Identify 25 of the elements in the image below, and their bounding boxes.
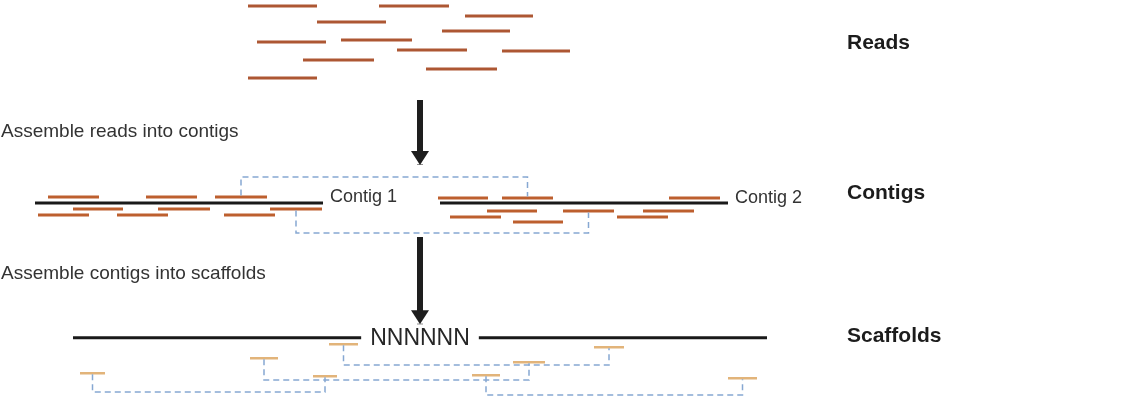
dashed-link [91,373,326,393]
dashed-link [295,209,590,234]
stage-title: Reads [847,29,911,55]
dashed-link [240,176,529,198]
read-bar [313,374,337,378]
read-bar [728,376,757,380]
contig-label: Contig 1 [330,186,398,208]
read-bar [215,195,267,199]
read-bar [270,207,322,211]
read-bar [80,371,105,375]
contig-label: Contig 2 [735,187,803,209]
gap-label: NNNNNN [370,324,470,352]
stage-title: Scaffolds [847,322,942,348]
dashed-link [263,358,530,381]
step-caption: Assemble reads into contigs [1,119,239,143]
dashed-link [342,344,610,366]
read-bar [513,360,545,364]
dashed-link [485,375,744,396]
read-bar [594,345,624,349]
read-bar [502,196,553,200]
step-caption: Assemble contigs into scaffolds [1,261,266,285]
stage-title: Contigs [847,179,926,205]
read-bar [250,356,278,360]
read-bar [472,373,500,377]
read-bar [563,209,614,213]
